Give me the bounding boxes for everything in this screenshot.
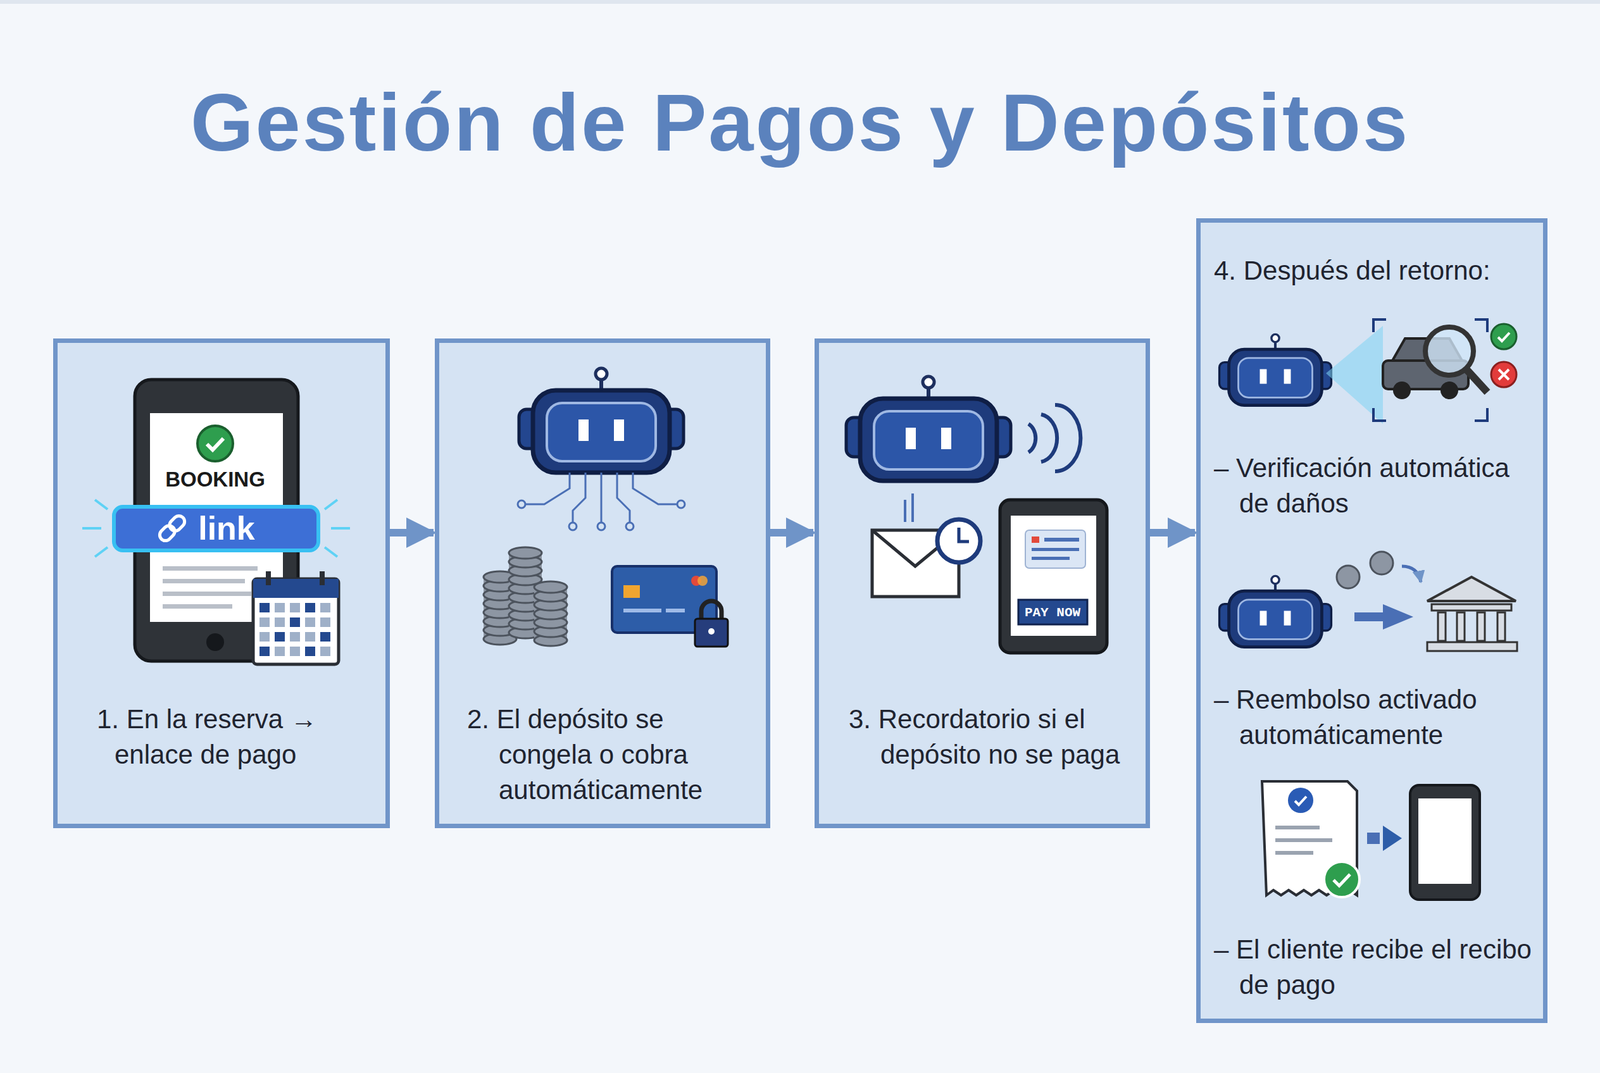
sound-waves (1028, 405, 1081, 472)
step-text: 3. Recordatorio si el depósito no se pag… (848, 701, 1138, 773)
step-text: 2. El depósito se congela o cobra automá… (467, 701, 758, 809)
step-text: 4. Después del retorno: (1213, 253, 1531, 289)
step-panel: 1. En la reserva → enlace de pago (53, 338, 390, 829)
flow-arrow (389, 529, 434, 537)
credit-card (612, 566, 728, 647)
car-inspection (1373, 319, 1517, 421)
step-text: – Reembolso activado automáticamente (1213, 682, 1535, 754)
panel-fill (434, 338, 771, 829)
icon-label: link (198, 509, 256, 548)
coin-stacks (483, 547, 568, 647)
envelope-clock (872, 493, 981, 597)
flow-arrow (1150, 529, 1195, 537)
step-panel: 4. Después del retorno: – Verificación au… (1196, 218, 1548, 1024)
circuit-lines (517, 472, 685, 531)
panel-fill (1196, 218, 1548, 1024)
phone-pay (1000, 500, 1107, 654)
panel-fill (53, 338, 390, 829)
icon-label: PAY NOW (1024, 605, 1081, 621)
title: Gestión de Pagos y Depósitos (0, 75, 1600, 169)
link-glow (82, 500, 350, 557)
panel-fill (814, 338, 1150, 829)
calendar-icon (253, 571, 339, 665)
receipt-to-phone (1262, 781, 1480, 900)
refund-bank (1336, 551, 1518, 652)
icon-label: BOOKING (165, 467, 266, 492)
step-text: 1. En la reserva → enlace de pago (96, 701, 378, 773)
step-text: – El cliente recibe el recibo de pago (1213, 932, 1535, 1004)
flow-arrow (770, 529, 814, 537)
step-text: – Verificación automática de daños (1213, 450, 1535, 522)
step-panel: 2. El depósito se congela o cobra automá… (434, 338, 771, 829)
step-panel: 3. Recordatorio si el depósito no se pag… (814, 338, 1150, 829)
phone-booking (82, 379, 350, 665)
